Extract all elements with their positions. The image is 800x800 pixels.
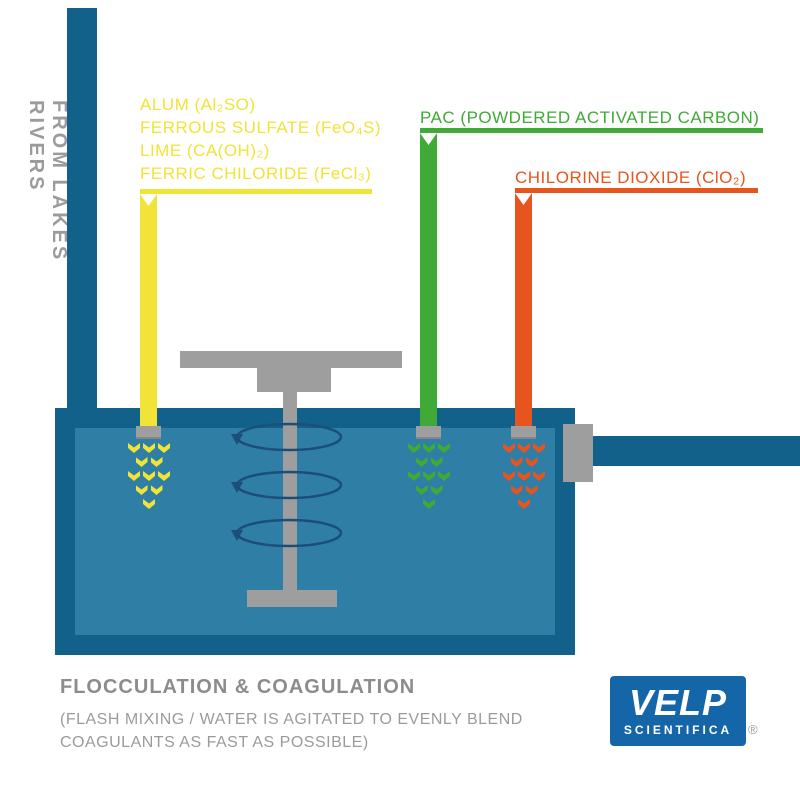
pac-nozzle: [416, 426, 441, 439]
chlorine-feed-line: [515, 188, 758, 193]
mixer-mount-bar: [180, 351, 402, 368]
coagulant-feed-pipe: [140, 194, 157, 434]
coagulant-label-line: LIME (CA(OH)₂): [140, 141, 270, 160]
pac-drops: [404, 443, 454, 513]
coagulant-feed-line: [140, 189, 372, 194]
velp-logo-subtitle: SCIENTIFICA: [623, 723, 733, 737]
velp-logo: VELP SCIENTIFICA: [610, 676, 746, 746]
coagulant-label: ALUM (Al₂SO) FERROUS SULFATE (FeO₄S) LIM…: [140, 93, 381, 185]
mixer-impeller: [247, 590, 337, 607]
diagram-subtitle: (FLASH MIXING / WATER IS AGITATED TO EVE…: [60, 708, 523, 754]
coagulant-drops: [124, 443, 174, 513]
inlet-pipe: [67, 8, 97, 410]
rotation-arrows-icon: [231, 422, 343, 548]
diagram-subtitle-line: COAGULANTS AS FAST AS POSSIBLE): [60, 734, 369, 751]
chlorine-label: CHILORINE DIOXIDE (ClO₂): [515, 168, 747, 187]
pac-feed-pipe: [420, 133, 437, 434]
chlorine-drops: [499, 443, 549, 513]
coagulant-label-line: ALUM (Al₂SO): [140, 95, 256, 114]
coagulant-label-line: FERRIC CHILORIDE (FeCl₃): [140, 164, 372, 183]
outlet-pipe: [593, 436, 800, 466]
outlet-coupling: [563, 424, 593, 482]
registered-mark: ®: [748, 722, 758, 737]
coagulant-label-line: FERROUS SULFATE (FeO₄S): [140, 118, 382, 137]
chlorine-feed-pipe: [515, 193, 532, 434]
coagulant-nozzle: [136, 426, 161, 439]
velp-logo-wordmark: VELP: [628, 682, 728, 723]
pac-label: PAC (POWDERED ACTIVATED CARBON): [420, 108, 760, 127]
pac-feed-line: [420, 128, 763, 133]
diagram-title: FLOCCULATION & COAGULATION: [60, 676, 416, 698]
source-label: FROM LAKES RIVERS: [25, 100, 70, 263]
chlorine-nozzle: [511, 426, 536, 439]
diagram-subtitle-line: (FLASH MIXING / WATER IS AGITATED TO EVE…: [60, 711, 523, 728]
